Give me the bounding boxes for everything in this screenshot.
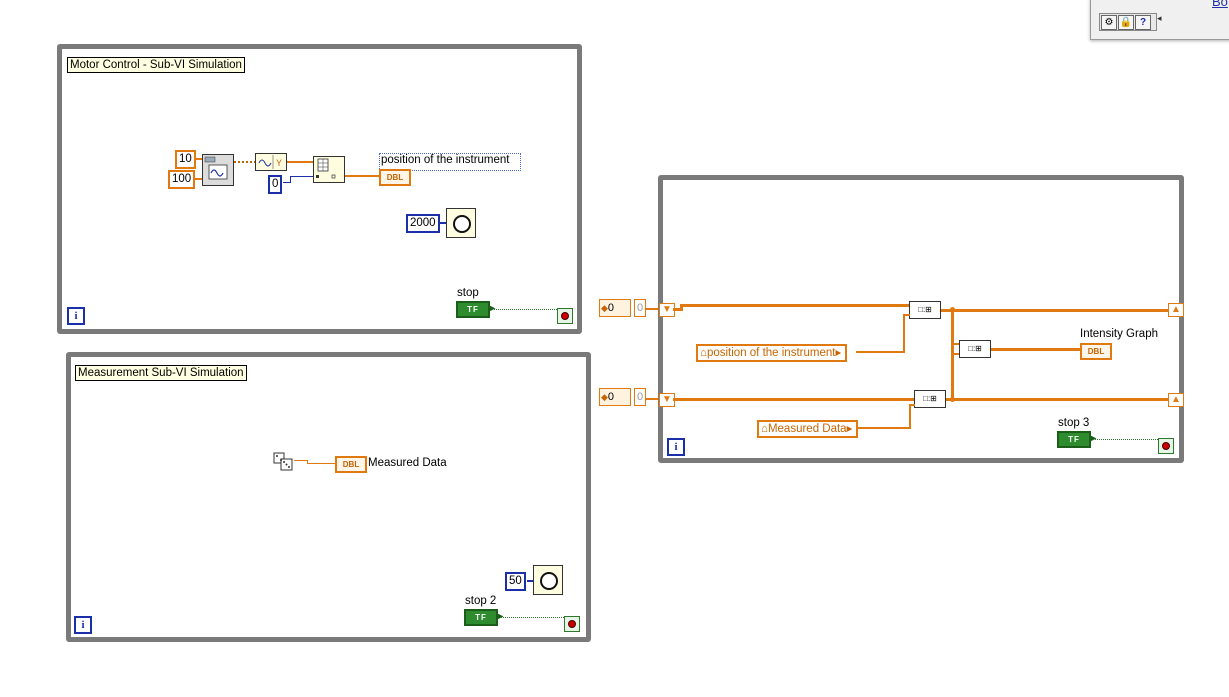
wire <box>946 398 1169 401</box>
wire <box>909 404 911 429</box>
graph-while-loop[interactable] <box>658 175 1184 463</box>
wait-constant-2000[interactable]: 2000 <box>406 214 440 233</box>
position-indicator-label: position of the instrument <box>381 154 510 166</box>
stop-3-label: stop 3 <box>1058 417 1090 429</box>
wire <box>953 343 959 345</box>
wire <box>294 460 308 461</box>
wire <box>856 427 910 429</box>
build-array-node-1[interactable]: □:⊞ <box>909 301 941 319</box>
init-array-2[interactable]: ◆0 <box>599 388 631 406</box>
array-icon <box>316 158 336 179</box>
random-number-dice-icon[interactable] <box>272 450 294 472</box>
iteration-terminal-icon: i <box>67 307 85 325</box>
wire-junction <box>950 307 955 312</box>
convert-icon: Y <box>258 155 282 169</box>
convert-from-dynamic-data[interactable]: Y <box>255 153 287 171</box>
stop-2-label: stop 2 <box>465 595 497 607</box>
init-array-1-index[interactable]: 0 <box>634 299 646 317</box>
boolean-wire <box>500 617 564 618</box>
wire <box>194 178 202 180</box>
wire <box>290 176 313 177</box>
loop-condition-icon[interactable] <box>1158 438 1174 454</box>
init-array-2-index[interactable]: 0 <box>634 388 646 406</box>
local-position-label: position of the instrument <box>706 347 836 359</box>
lock-icon[interactable]: 🔒 <box>1118 15 1134 30</box>
constant-10[interactable]: 10 <box>175 150 196 169</box>
motor-control-while-loop[interactable] <box>57 44 582 334</box>
svg-text:Y: Y <box>276 158 282 168</box>
init-array-2-value: 0 <box>607 391 615 403</box>
constant-100[interactable]: 100 <box>168 170 196 189</box>
scroll-left-icon[interactable]: ◂ <box>1157 13 1162 23</box>
constant-0[interactable]: 0 <box>268 175 283 194</box>
local-position-variable[interactable]: ⌂position of the instrument▸ <box>696 344 848 362</box>
tools-palette-window: ⚙ 🔒 ? ◂ <box>1090 0 1229 40</box>
wire <box>646 398 658 400</box>
simulate-signal-express-vi[interactable] <box>202 154 234 186</box>
corner-link[interactable]: Bo <box>1212 0 1228 9</box>
position-indicator-terminal[interactable]: DBL <box>379 169 411 186</box>
shift-register-right-1[interactable]: ▲ <box>1168 303 1184 317</box>
wire <box>856 351 904 353</box>
stop-2-button-terminal[interactable]: TF <box>464 609 504 626</box>
help-icon[interactable]: ? <box>1135 15 1151 30</box>
wire <box>991 348 1081 351</box>
build-array-node-3[interactable]: □:⊞ <box>959 340 991 358</box>
wire <box>680 304 683 311</box>
wire <box>194 158 202 160</box>
index-array-node[interactable] <box>313 156 345 183</box>
wire <box>438 222 446 224</box>
wire <box>290 176 291 183</box>
wait-constant-50[interactable]: 50 <box>505 572 526 591</box>
local-measured-label: Measured Data <box>767 423 847 435</box>
boolean-wire <box>1093 439 1158 440</box>
palette-toolbar: ⚙ 🔒 ? <box>1099 13 1157 31</box>
init-array-1[interactable]: ◆0 <box>599 299 631 317</box>
wait-ms-timer-icon[interactable] <box>446 208 476 238</box>
dynamic-data-wire <box>234 161 256 163</box>
measurement-label: Measurement Sub-VI Simulation <box>75 365 247 381</box>
wire-junction <box>950 397 955 402</box>
iteration-terminal-icon: i <box>74 616 92 634</box>
wire <box>941 309 1169 312</box>
intensity-graph-terminal[interactable]: DBL <box>1080 343 1112 360</box>
measurement-while-loop[interactable] <box>66 352 591 642</box>
wire <box>673 398 915 401</box>
init-array-1-value: 0 <box>607 302 615 314</box>
local-measured-variable[interactable]: ⌂Measured Data▸ <box>757 420 859 438</box>
wait-ms-timer-icon[interactable] <box>533 565 563 595</box>
measured-data-terminal[interactable]: DBL <box>335 456 367 473</box>
loop-condition-icon[interactable] <box>557 308 573 324</box>
stop-button-terminal[interactable]: TF <box>456 301 496 318</box>
wire <box>673 308 681 311</box>
measured-data-label: Measured Data <box>368 457 447 469</box>
wire <box>307 463 335 464</box>
wire <box>527 580 533 582</box>
wire <box>903 314 910 316</box>
wire <box>287 161 313 163</box>
wire <box>345 175 381 177</box>
wire <box>953 353 959 355</box>
wire <box>307 460 308 464</box>
signal-icon <box>204 156 228 180</box>
intensity-graph-label: Intensity Graph <box>1080 328 1158 340</box>
wire <box>680 304 910 307</box>
boolean-wire <box>492 309 557 310</box>
indicator-label-box: position of the instrument <box>379 153 521 171</box>
wire <box>283 182 291 183</box>
shift-register-right-2[interactable]: ▲ <box>1168 393 1184 407</box>
stop-label: stop <box>457 287 479 299</box>
settings-icon[interactable]: ⚙ <box>1101 15 1117 30</box>
wire <box>646 308 658 310</box>
dice-icon <box>273 452 293 471</box>
build-array-node-2[interactable]: □:⊞ <box>914 390 946 408</box>
wire <box>951 310 954 400</box>
stop-3-button-terminal[interactable]: TF <box>1057 431 1097 448</box>
loop-condition-icon[interactable] <box>564 616 580 632</box>
wire <box>903 314 905 353</box>
motor-control-label: Motor Control - Sub-VI Simulation <box>67 57 245 73</box>
wire <box>909 404 915 406</box>
iteration-terminal-icon: i <box>667 438 685 456</box>
